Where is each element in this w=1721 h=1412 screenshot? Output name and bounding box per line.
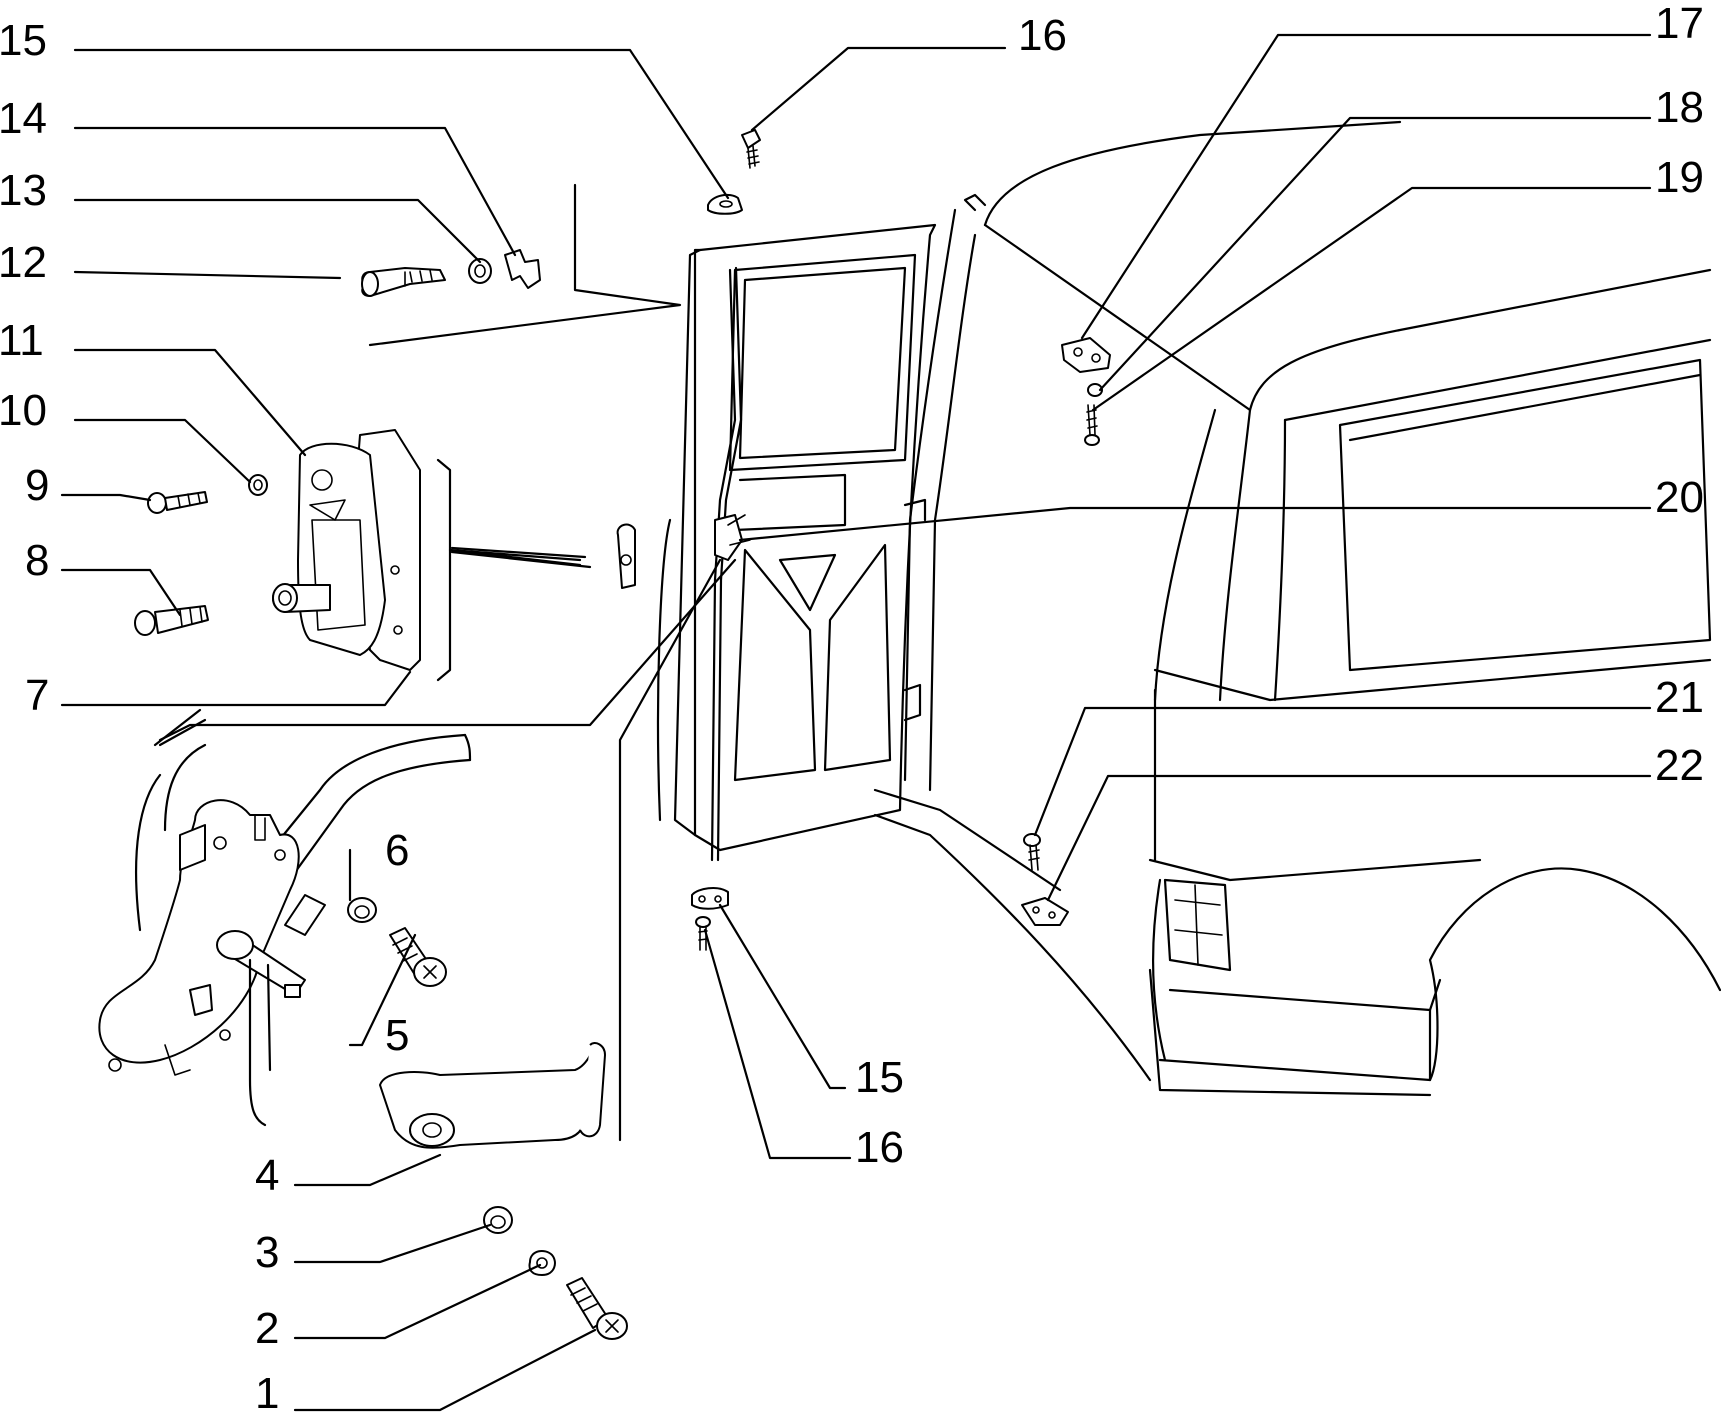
part-13-washer [468,258,492,284]
part-12-bolt [361,267,446,297]
callout-7: 7 [25,671,49,720]
part-3-washer [483,1206,513,1234]
part-18-washer [1087,383,1103,397]
part-15-plate-bottom [691,887,729,910]
inner-handle-linkage-detail [98,708,472,1127]
part-16-screw-bottom [695,916,711,951]
callout-13: 13 [0,166,47,215]
callout-15-bottom: 15 [855,1053,904,1102]
part-2-spring-washer [528,1249,556,1276]
part-22-plate [1021,897,1069,926]
leader-lines [60,33,1652,1412]
callout-21: 21 [1655,673,1704,722]
callout-9: 9 [25,461,49,510]
lock-assembly-detail [272,429,592,682]
callout-8: 8 [25,536,49,585]
callout-15-top: 15 [0,16,47,65]
callout-5: 5 [385,1011,409,1060]
vehicle-body-outline [873,120,1721,1097]
part-4-handle [379,1042,606,1149]
part-17-bracket [1061,337,1111,373]
callout-10: 10 [0,386,47,435]
part-1-screw [566,1277,628,1340]
door-guide-line [368,183,682,347]
callout-18: 18 [1655,83,1704,132]
part-19-screw [1084,404,1100,446]
callout-12: 12 [0,238,47,287]
rear-door [616,223,937,862]
callout-16-bottom: 16 [855,1123,904,1172]
callout-4: 4 [255,1151,279,1200]
part-8-bolt [134,605,209,636]
part-10-washer [248,474,268,496]
part-21-screw [1023,833,1041,871]
callout-1: 1 [255,1369,279,1412]
callout-6: 6 [385,826,409,875]
callout-11: 11 [0,316,44,365]
part-14-clip [504,249,541,289]
part-16-screw-top [741,129,761,169]
callout-19: 19 [1655,153,1704,202]
part-5-screw [389,927,447,987]
callout-2: 2 [255,1304,279,1353]
callout-16-top: 16 [1018,11,1067,60]
callout-22: 22 [1655,741,1704,790]
callout-3: 3 [255,1228,279,1277]
callout-17: 17 [1655,0,1704,48]
part-6-washer [347,897,377,923]
part-9-screw [147,491,208,514]
callout-14: 14 [0,94,47,143]
part-15-plate-top [707,193,743,215]
callout-20: 20 [1655,473,1704,522]
